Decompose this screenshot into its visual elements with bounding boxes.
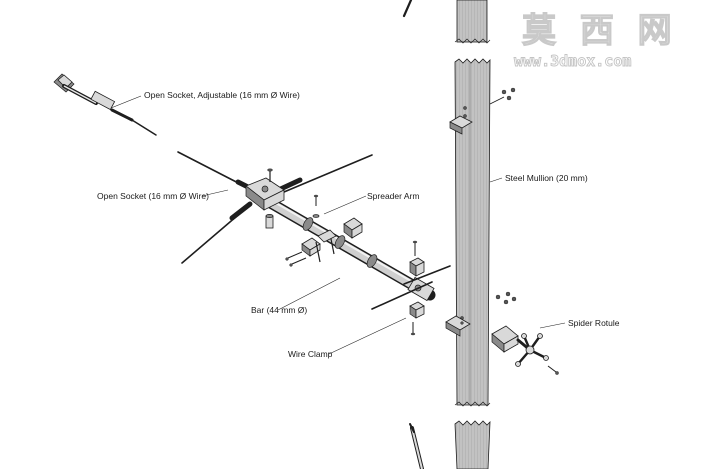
mullion-bolts-lower: [495, 291, 517, 305]
spreader-bolt: [312, 194, 320, 218]
steel-mullion: [454, 0, 491, 469]
label-spreader-arm: Spreader Arm: [367, 191, 419, 201]
watermark-url: www.3dmox.com: [514, 52, 631, 70]
label-bar: Bar (44 mm Ø): [251, 305, 307, 315]
watermark-chars: 莫 西 网: [522, 11, 678, 51]
label-open-socket: Open Socket (16 mm Ø Wire): [97, 191, 209, 201]
hub-sleeve: [265, 214, 274, 229]
spider-rotule: [491, 325, 559, 375]
label-open-socket-adjustable: Open Socket, Adjustable (16 mm Ø Wire): [144, 90, 300, 100]
wire-clamp-right: [371, 240, 451, 336]
mullion-bracket-lower: [445, 315, 471, 337]
spreader-arm-bracket: [343, 217, 363, 239]
spreader-hub: [177, 151, 373, 264]
leader-lines: [110, 95, 566, 355]
bar-44mm: [256, 192, 436, 302]
mullion-bolts-upper: [489, 87, 516, 105]
open-socket-adjustable: [53, 73, 157, 136]
lower-rod: [409, 423, 424, 469]
label-wire-clamp: Wire Clamp: [288, 349, 333, 359]
wire-clamp-left: [285, 229, 337, 267]
hub-bolt: [267, 168, 273, 182]
label-spider-rotule: Spider Rotule: [568, 318, 620, 328]
rod-stub-top: [402, 0, 413, 18]
mullion-bracket-upper: [449, 115, 473, 135]
label-steel-mullion: Steel Mullion (20 mm): [505, 173, 588, 183]
